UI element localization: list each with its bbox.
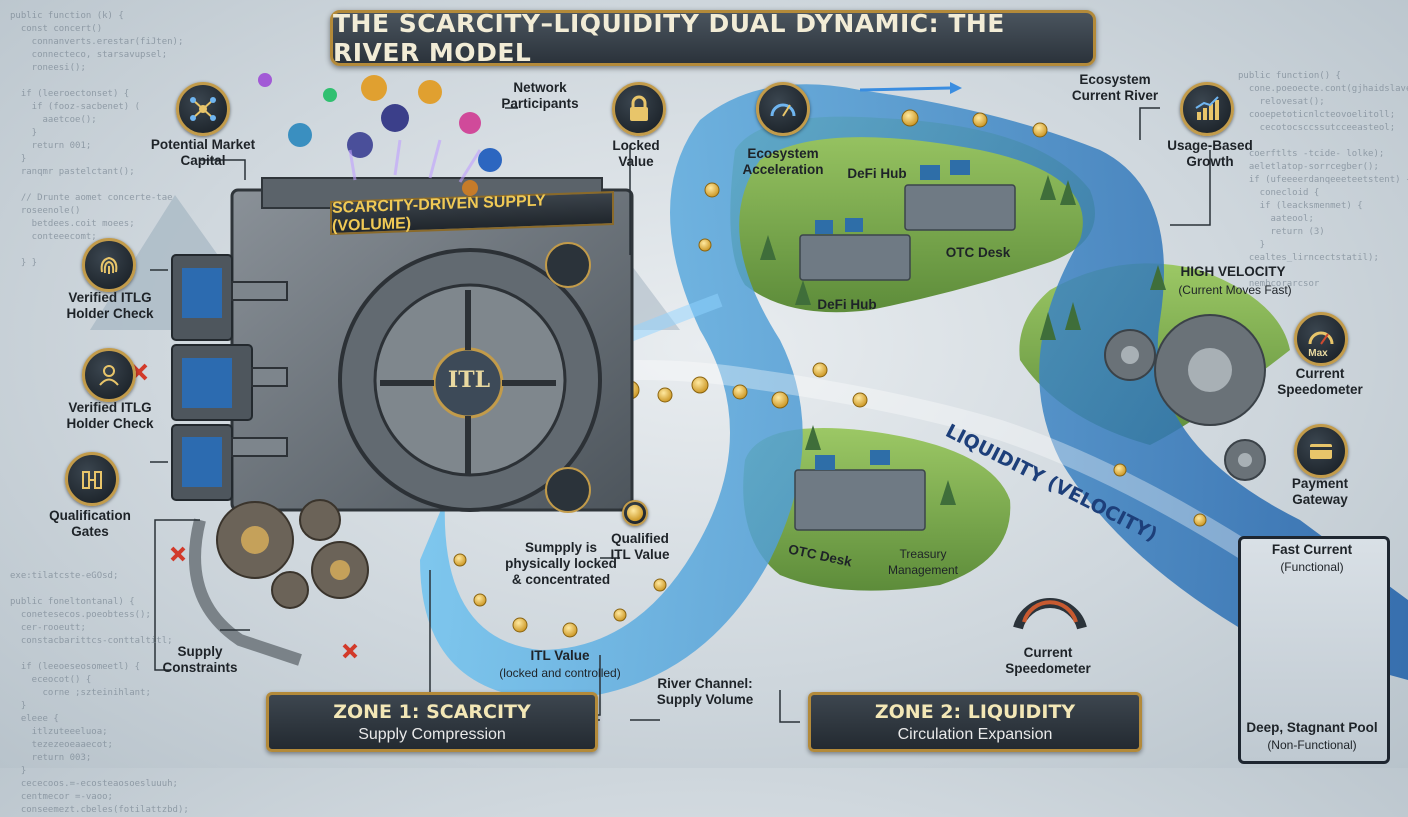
locked-value-label: Locked Value bbox=[612, 138, 660, 169]
qualified-itl-value-label: Qualified ITL Value bbox=[610, 531, 670, 562]
coin-icon bbox=[622, 500, 648, 526]
defi-hub-label-2: DeFi Hub bbox=[817, 297, 877, 312]
high-velocity-label: HIGH VELOCITY bbox=[1180, 264, 1286, 279]
zone1-box: ZONE 1: SCARCITY Supply Compression bbox=[266, 692, 598, 752]
zone1-title: ZONE 1: SCARCITY bbox=[333, 700, 531, 723]
speedometer-icon bbox=[1294, 312, 1348, 366]
verified-check-label-2: Verified ITLG Holder Check bbox=[66, 400, 154, 431]
code-snippet-left-top: public function (k) { const concert() co… bbox=[10, 11, 184, 268]
defi-hub-label-1: DeFi Hub bbox=[847, 166, 907, 181]
code-snippet-right: public function() { cone.poeoecte.cont(g… bbox=[1238, 71, 1408, 289]
qualification-gates-label: Qualification Gates bbox=[49, 508, 131, 539]
payment-card-icon bbox=[1294, 424, 1348, 478]
supply-constraints-label: Supply Constraints bbox=[162, 644, 238, 675]
verified-check-label-1: Verified ITLG Holder Check bbox=[66, 290, 154, 321]
current-speedometer-label-1: Current Speedometer bbox=[1277, 366, 1363, 397]
pool-comparison-box bbox=[1238, 536, 1390, 764]
supply-locked-label: Sumpply is physically locked & concentra… bbox=[505, 540, 617, 587]
ecosystem-acceleration-label: Ecosystem Acceleration bbox=[742, 146, 824, 177]
network-nodes-icon bbox=[176, 82, 230, 136]
usage-based-growth-label: Usage-Based Growth bbox=[1167, 138, 1253, 169]
growth-chart-icon bbox=[1180, 82, 1234, 136]
current-speedometer-label-2: Current Speedometer bbox=[1005, 645, 1091, 676]
itl-value-label: ITL Value bbox=[530, 648, 590, 663]
accelerometer-icon bbox=[756, 82, 810, 136]
network-participants-label: Network Participants bbox=[501, 80, 579, 111]
high-velocity-sub-label: (Current Moves Fast) bbox=[1178, 283, 1292, 297]
fast-current-sub-label: (Functional) bbox=[1280, 560, 1344, 574]
zone2-title: ZONE 2: LIQUIDITY bbox=[874, 700, 1076, 723]
zone2-box: ZONE 2: LIQUIDITY Circulation Expansion bbox=[808, 692, 1142, 752]
gate-icon bbox=[65, 452, 119, 506]
code-snippet-left-bottom: exe:tilatcste-eGOsd; public foneltontana… bbox=[10, 571, 189, 815]
zone1-subtitle: Supply Compression bbox=[358, 725, 506, 743]
lock-icon bbox=[612, 82, 666, 136]
fast-current-label: Fast Current bbox=[1271, 542, 1353, 557]
itl-value-sub-label: (locked and controlled) bbox=[499, 666, 621, 680]
potential-market-capital-label: Potential Market Capital bbox=[150, 137, 256, 168]
title-banner: THE SCARCITY–LIQUIDITY DUAL DYNAMIC: THE… bbox=[330, 9, 1096, 67]
itl-coin-label: ITL bbox=[447, 367, 491, 393]
fingerprint-icon bbox=[82, 238, 136, 292]
stagnant-pool-sub-label: (Non-Functional) bbox=[1267, 738, 1357, 752]
speedometer-max-label: Max bbox=[1308, 348, 1328, 359]
stagnant-pool-label: Deep, Stagnant Pool bbox=[1246, 720, 1378, 735]
river-channel-label: River Channel: Supply Volume bbox=[656, 676, 754, 707]
page-title: THE SCARCITY–LIQUIDITY DUAL DYNAMIC: THE… bbox=[333, 9, 1005, 67]
treasury-management-label: Treasury Management bbox=[887, 547, 959, 577]
otc-desk-label-1: OTC Desk bbox=[945, 245, 1011, 260]
ecosystem-current-river-label: Ecosystem Current River bbox=[1071, 72, 1159, 103]
payment-gateway-label: Payment Gateway bbox=[1291, 476, 1349, 507]
diagram-illustration bbox=[90, 73, 1408, 723]
zone2-subtitle: Circulation Expansion bbox=[897, 725, 1053, 743]
user-verify-icon bbox=[82, 348, 136, 402]
